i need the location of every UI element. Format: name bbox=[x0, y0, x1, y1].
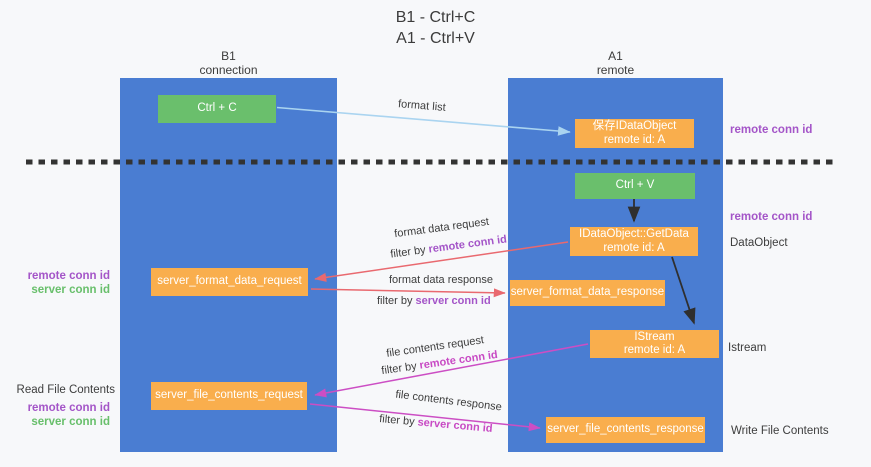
istream-line1: IStream bbox=[634, 330, 675, 343]
annotation-server-conn-id-left-1: server conn id bbox=[31, 284, 110, 296]
annotation-server-conn-id-left-2: server conn id bbox=[31, 416, 110, 428]
node-save-dataobject: 保存IDataObject remote id: A bbox=[575, 119, 694, 148]
node-getdata: IDataObject::GetData remote id: A bbox=[570, 227, 698, 256]
node-ctrl-v: Ctrl + V bbox=[575, 173, 695, 199]
label-format-data-response: format data response bbox=[389, 274, 493, 286]
server-conn-id-text: server conn id bbox=[417, 416, 494, 435]
filter-by-text: filter by bbox=[380, 360, 418, 378]
annotation-remote-conn-id-left-1: remote conn id bbox=[27, 270, 110, 282]
diagram-title: B1 - Ctrl+C A1 - Ctrl+V bbox=[0, 7, 871, 49]
annotation-dataobject: DataObject bbox=[730, 237, 788, 249]
lane-a1-name: A1 bbox=[608, 49, 623, 63]
ctrl-c-label: Ctrl + C bbox=[197, 102, 237, 115]
file-request-label: server_file_contents_request bbox=[155, 389, 303, 402]
save-dataobject-line1: 保存IDataObject bbox=[592, 120, 677, 132]
node-ctrl-c: Ctrl + C bbox=[158, 95, 276, 123]
getdata-line2: remote id: A bbox=[603, 241, 665, 254]
title-line1: B1 - Ctrl+C bbox=[395, 9, 476, 26]
filter-by-text: filter by bbox=[377, 295, 413, 307]
lane-header-a1: A1 remote bbox=[508, 49, 723, 77]
annotation-istream: Istream bbox=[728, 342, 767, 354]
title-line2: A1 - Ctrl+V bbox=[396, 30, 475, 47]
format-request-label: server_format_data_request bbox=[157, 275, 302, 288]
server-conn-id-text: server conn id bbox=[415, 295, 491, 307]
getdata-line1: IDataObject::GetData bbox=[579, 228, 689, 240]
label-file-contents-response: file contents response bbox=[394, 388, 503, 414]
label-format-list: format list bbox=[397, 98, 447, 114]
filter-by-text: filter by bbox=[378, 413, 416, 429]
filter-by-text: filter by bbox=[389, 244, 427, 261]
format-response-label: server_format_data_response bbox=[510, 286, 665, 299]
annotation-read-file-contents: Read File Contents bbox=[16, 384, 115, 396]
annotation-write-file-contents: Write File Contents bbox=[731, 425, 829, 437]
node-server-file-contents-response: server_file_contents_response bbox=[546, 417, 705, 443]
lane-b1-name: B1 bbox=[221, 49, 236, 63]
lane-b1-subtitle: connection bbox=[199, 63, 258, 77]
save-dataobject-line2: remote id: A bbox=[603, 133, 666, 146]
remote-conn-id-text: remote conn id bbox=[427, 233, 508, 256]
node-istream: IStream remote id: A bbox=[590, 330, 719, 358]
istream-line2: remote id: A bbox=[623, 344, 686, 356]
file-response-label: server_file_contents_response bbox=[547, 423, 704, 436]
annotation-remote-conn-id-top: remote conn id bbox=[730, 124, 813, 136]
lane-header-b1: B1 connection bbox=[120, 49, 337, 77]
node-server-format-data-request: server_format_data_request bbox=[151, 268, 308, 296]
arrow-format-data-response bbox=[310, 288, 506, 298]
node-server-file-contents-request: server_file_contents_request bbox=[151, 382, 307, 410]
lane-a1-subtitle: remote bbox=[596, 63, 635, 77]
ctrl-v-label: Ctrl + V bbox=[615, 179, 655, 192]
annotation-remote-conn-id-left-2: remote conn id bbox=[27, 402, 110, 414]
node-server-format-data-response: server_format_data_response bbox=[510, 280, 665, 306]
annotation-remote-conn-id-mid: remote conn id bbox=[730, 211, 813, 223]
